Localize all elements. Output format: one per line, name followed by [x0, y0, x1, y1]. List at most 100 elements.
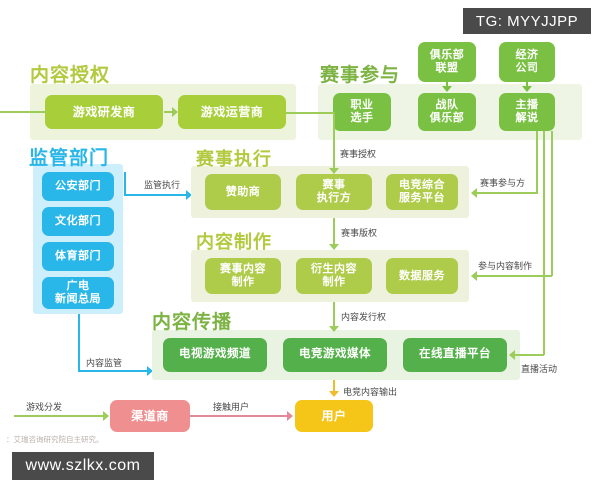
node-data-service[interactable]: 数据服务	[386, 258, 458, 294]
panel-title-event-execution: 赛事执行	[196, 149, 272, 169]
node-label-line1: 主播	[515, 99, 539, 112]
node-label-line2: 公司	[515, 62, 539, 74]
node-label-line1: 经济	[515, 49, 539, 62]
node-game-operator[interactable]: 游戏运营商	[178, 95, 286, 129]
node-label-line1: 俱乐部	[429, 49, 465, 62]
panel-title-content-distribution: 内容传播	[152, 312, 233, 333]
node-derivative-content-production[interactable]: 衍生内容 制作	[296, 258, 372, 294]
arrowhead-left	[471, 188, 477, 198]
node-sports-dept[interactable]: 体育部门	[42, 242, 114, 271]
edge-alliance-to-team	[446, 82, 448, 88]
site-watermark: www.szlkx.com	[12, 452, 154, 480]
node-label-line2: 制作	[231, 276, 255, 288]
node-label: 电竞游戏媒体	[299, 348, 371, 361]
panel-title-content-authorization: 内容授权	[30, 65, 111, 86]
edge-publishing-right-vertical	[333, 302, 335, 330]
arrowhead-down	[329, 326, 339, 332]
node-label: 电视游戏频道	[179, 348, 251, 361]
node-label: 文化部门	[55, 215, 101, 228]
node-tv-game-channel[interactable]: 电视游戏频道	[163, 338, 267, 372]
edge-agency-to-host	[526, 82, 528, 88]
node-label-line1: 职业	[350, 99, 374, 112]
edge-event-auth-horizontal	[286, 112, 334, 114]
node-label-line2: 执行方	[316, 192, 352, 204]
node-user[interactable]: 用户	[295, 400, 373, 432]
edge-label-event-copyright: 赛事版权	[341, 228, 378, 238]
node-game-developer[interactable]: 游戏研发商	[45, 95, 163, 129]
node-label-line2: 俱乐部	[429, 112, 465, 124]
edge-event-copyright-vertical	[333, 218, 335, 248]
edge-left-feed-horizontal	[0, 111, 46, 113]
edge-label-event-authorization: 赛事授权	[340, 149, 377, 159]
node-team-club[interactable]: 战队 俱乐部	[418, 93, 476, 131]
node-event-organizer[interactable]: 赛事 执行方	[296, 174, 372, 210]
arrowhead-down	[522, 86, 532, 92]
node-label: 用户	[321, 408, 347, 423]
edge-label-reach-users: 接触用户	[213, 402, 250, 412]
node-channel-distributor[interactable]: 渠道商	[110, 400, 190, 432]
edge-label-content-publishing-right: 内容发行权	[341, 312, 387, 322]
edge-label-content-supervision: 内容监管	[86, 358, 123, 368]
edge-participate-production-vertical	[551, 131, 553, 276]
node-esports-service-platform[interactable]: 电竞综合 服务平台	[386, 174, 458, 210]
node-label-line1: 广电	[66, 280, 90, 293]
node-pro-player[interactable]: 职业 选手	[333, 93, 391, 131]
panel-title-event-participation: 赛事参与	[320, 65, 401, 86]
node-event-content-production[interactable]: 赛事内容 制作	[205, 258, 281, 294]
source-footnote: ：艾瑞咨询研究院自主研究。	[6, 435, 104, 444]
edge-participate-production-horizontal	[477, 275, 552, 277]
node-label: 赞助商	[225, 185, 261, 198]
edge-developer-to-operator	[164, 111, 173, 113]
node-label: 体育部门	[55, 250, 101, 263]
node-live-streaming-platform[interactable]: 在线直播平台	[403, 338, 507, 372]
node-label-line1: 衍生内容	[311, 263, 357, 276]
node-club-alliance[interactable]: 俱乐部 联盟	[418, 42, 476, 82]
arrowhead-down	[329, 244, 339, 250]
node-label-line2: 制作	[322, 276, 346, 288]
node-label: 游戏研发商	[72, 104, 136, 119]
node-label-line1: 赛事内容	[220, 263, 266, 276]
telegram-watermark: TG: MYYJJPP	[463, 8, 591, 34]
node-label-line2: 服务平台	[399, 192, 445, 204]
arrowhead-down	[329, 168, 339, 174]
node-sponsor[interactable]: 赞助商	[205, 174, 281, 210]
edge-live-events-horizontal	[515, 354, 544, 356]
node-host-commentator[interactable]: 主播 解说	[499, 93, 555, 131]
edge-label-game-distribution: 游戏分发	[26, 402, 63, 412]
arrowhead-down	[442, 86, 452, 92]
edge-event-participants-horizontal	[477, 192, 538, 194]
node-label: 游戏运营商	[200, 104, 264, 119]
edge-regulatory-execution-horizontal	[124, 194, 187, 196]
node-agency-company[interactable]: 经济 公司	[499, 42, 555, 82]
node-public-security-dept[interactable]: 公安部门	[42, 172, 114, 201]
arrowhead-left	[509, 350, 515, 360]
site-watermark-text: www.szlkx.com	[25, 457, 141, 474]
node-culture-dept[interactable]: 文化部门	[42, 207, 114, 236]
arrowhead-left	[471, 271, 477, 281]
edge-label-participate-in-production: 参与内容制作	[478, 261, 533, 271]
node-label-line2: 联盟	[435, 62, 459, 74]
edge-reach-users	[190, 415, 288, 417]
edge-esports-content-output-vertical	[333, 380, 335, 394]
arrowhead-right	[147, 366, 153, 376]
node-label-line2: 选手	[350, 112, 374, 124]
edge-label-regulatory-execution: 监管执行	[144, 180, 181, 190]
node-label: 公安部门	[55, 180, 101, 193]
node-esports-game-media[interactable]: 电竞游戏媒体	[283, 338, 387, 372]
node-label: 渠道商	[131, 408, 169, 423]
edge-label-live-events: 直播活动	[521, 364, 558, 374]
node-label-line2: 新闻总局	[55, 293, 101, 305]
arrowhead-right	[186, 190, 192, 200]
arrowhead-right	[103, 411, 109, 421]
arrowhead-right	[172, 107, 178, 117]
edge-event-participants-vertical	[536, 131, 538, 193]
edge-content-supervision-vertical	[78, 314, 80, 371]
node-label-line2: 解说	[515, 112, 539, 124]
node-label: 在线直播平台	[419, 348, 491, 361]
arrowhead-down	[329, 391, 339, 397]
edge-event-auth-vertical	[333, 112, 335, 170]
node-label-line1: 赛事	[322, 179, 346, 192]
node-sarft[interactable]: 广电 新闻总局	[42, 277, 114, 309]
node-label: 数据服务	[399, 269, 445, 282]
